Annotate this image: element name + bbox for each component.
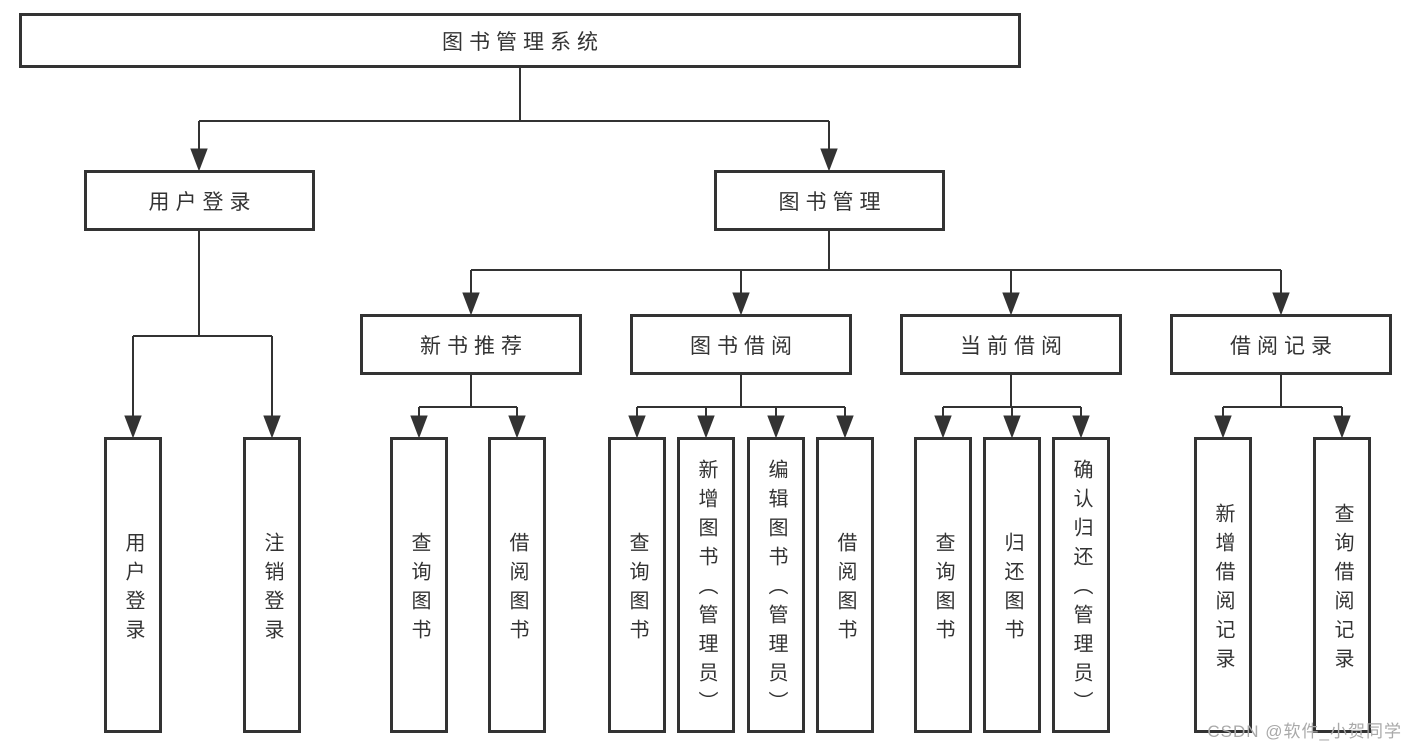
arrowhead [628,415,646,439]
node-borrow-records: 借阅记录 [1170,314,1392,375]
arrowhead [767,415,785,439]
arrowhead [1214,415,1232,439]
leaf-add-book-admin: 新增图书（管理员） [677,437,735,733]
leaf-add-borrow-record: 新增借阅记录 [1194,437,1252,733]
node-root: 图书管理系统 [19,13,1021,68]
arrowhead [732,292,750,316]
node-new-book-recommend-label: 新书推荐 [420,334,528,358]
node-book-management: 图书管理 [714,170,945,231]
node-current-borrow-label: 当前借阅 [960,334,1068,358]
node-root-label: 图书管理系统 [442,30,604,54]
arrowhead [124,415,142,439]
leaf-edit-book-admin-label: 编辑图书（管理员） [765,459,787,720]
node-book-management-label: 图书管理 [778,190,887,214]
node-user-login-label: 用户登录 [148,190,257,214]
leaf-query-borrow-record-label: 查询借阅记录 [1331,502,1353,677]
arrowhead [190,148,208,172]
leaf-return-book: 归还图书 [983,437,1041,733]
node-current-borrow: 当前借阅 [900,314,1122,375]
leaf-query-books-1: 查询图书 [390,437,448,733]
leaf-borrow-books-2: 借阅图书 [816,437,874,733]
arrowhead [410,415,428,439]
arrowhead [1002,292,1020,316]
leaf-user-login: 用户登录 [104,437,162,733]
leaf-query-borrow-record: 查询借阅记录 [1313,437,1371,733]
arrowhead [934,415,952,439]
leaf-logout: 注销登录 [243,437,301,733]
arrowhead [263,415,281,439]
leaf-user-login-label: 用户登录 [122,531,144,648]
arrowhead [836,415,854,439]
node-book-borrow-label: 图书借阅 [690,334,798,358]
arrowhead [697,415,715,439]
node-user-login: 用户登录 [84,170,315,231]
arrowhead [1333,415,1351,439]
leaf-borrow-books-1: 借阅图书 [488,437,546,733]
watermark: CSDN @软件_小贺同学 [1207,722,1402,741]
node-borrow-records-label: 借阅记录 [1230,334,1338,358]
leaf-edit-book-admin: 编辑图书（管理员） [747,437,805,733]
leaf-logout-label: 注销登录 [261,531,283,648]
leaf-borrow-books-1-label: 借阅图书 [506,531,528,648]
leaf-query-books-1-label: 查询图书 [408,531,430,648]
node-book-borrow: 图书借阅 [630,314,852,375]
leaf-add-borrow-record-label: 新增借阅记录 [1212,502,1234,677]
arrowhead [1272,292,1290,316]
leaf-borrow-books-2-label: 借阅图书 [834,531,856,648]
leaf-query-books-2: 查询图书 [608,437,666,733]
leaf-query-books-3-label: 查询图书 [932,531,954,648]
leaf-return-book-label: 归还图书 [1001,531,1023,648]
node-new-book-recommend: 新书推荐 [360,314,582,375]
arrowhead [1072,415,1090,439]
leaf-confirm-return-admin-label: 确认归还（管理员） [1070,459,1092,720]
leaf-query-books-3: 查询图书 [914,437,972,733]
arrowhead [508,415,526,439]
leaf-query-books-2-label: 查询图书 [626,531,648,648]
arrowhead [462,292,480,316]
leaf-add-book-admin-label: 新增图书（管理员） [695,459,717,720]
arrowhead [820,148,838,172]
leaf-confirm-return-admin: 确认归还（管理员） [1052,437,1110,733]
arrowhead [1003,415,1021,439]
